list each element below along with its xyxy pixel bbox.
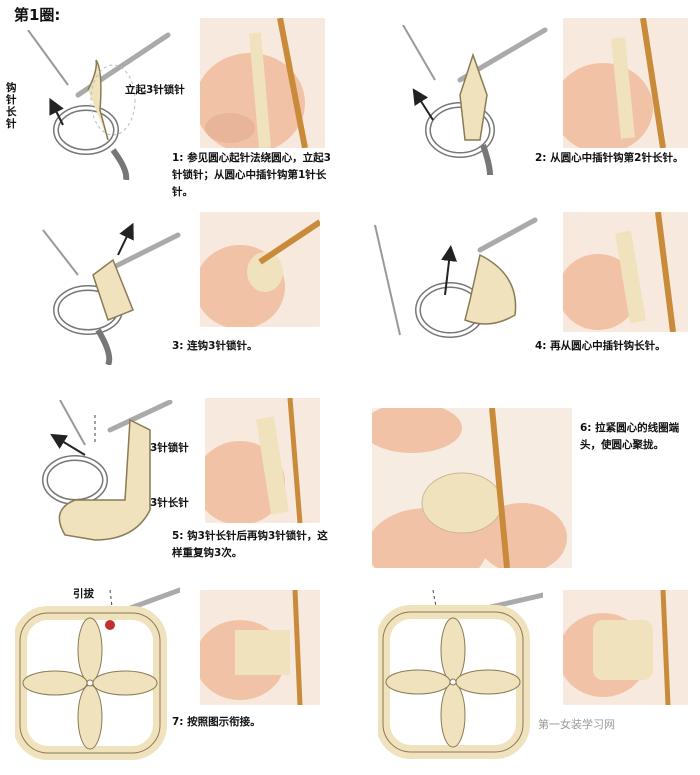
step5-text: 5: 钩3针长针后再钩3针锁针，这样重复钩3次。 <box>172 530 328 559</box>
ch3-label: 3针锁针 <box>150 442 189 454</box>
step1-photo <box>200 18 325 148</box>
step5-photo <box>205 398 320 523</box>
step4-text: 4: 再从圆心中插针钩长针。 <box>535 340 666 352</box>
step6-photo <box>372 408 572 568</box>
step1-text: 1: 参见圆心起针法绕圆心，立起3针锁针；从圆心中插针钩第1针长针。 <box>172 152 331 198</box>
step6-text: 6: 拉紧圆心的线圈端头，使圆心聚拢。 <box>580 422 680 451</box>
step5-diagram <box>25 400 175 560</box>
step8-photo <box>563 590 688 705</box>
step3-photo <box>200 212 320 327</box>
step8-diagram <box>378 590 543 760</box>
ch3-up-label: 立起3针锁针 <box>125 84 185 96</box>
slip-label: 引拔 <box>73 588 94 600</box>
watermark: 第一女装学习网 <box>538 718 615 731</box>
step2-text: 2: 从圆心中插针钩第2针长针。 <box>535 152 684 164</box>
step7-text: 7: 按照图示衔接。 <box>172 716 261 728</box>
step2-diagram <box>395 25 555 175</box>
step4-diagram <box>370 215 545 360</box>
page-title: 第1圈: <box>14 6 61 24</box>
step2-photo <box>563 18 688 148</box>
step4-photo <box>563 212 688 332</box>
step7-diagram <box>15 585 180 760</box>
hook-dc-label: 钩 针 长 针 <box>6 82 17 130</box>
step1-diagram <box>18 30 188 180</box>
step3-diagram <box>38 215 188 365</box>
step3-text: 3: 连钩3针锁针。 <box>172 340 258 352</box>
step7-photo <box>200 590 320 705</box>
dc3-label: 3针长针 <box>150 497 189 509</box>
